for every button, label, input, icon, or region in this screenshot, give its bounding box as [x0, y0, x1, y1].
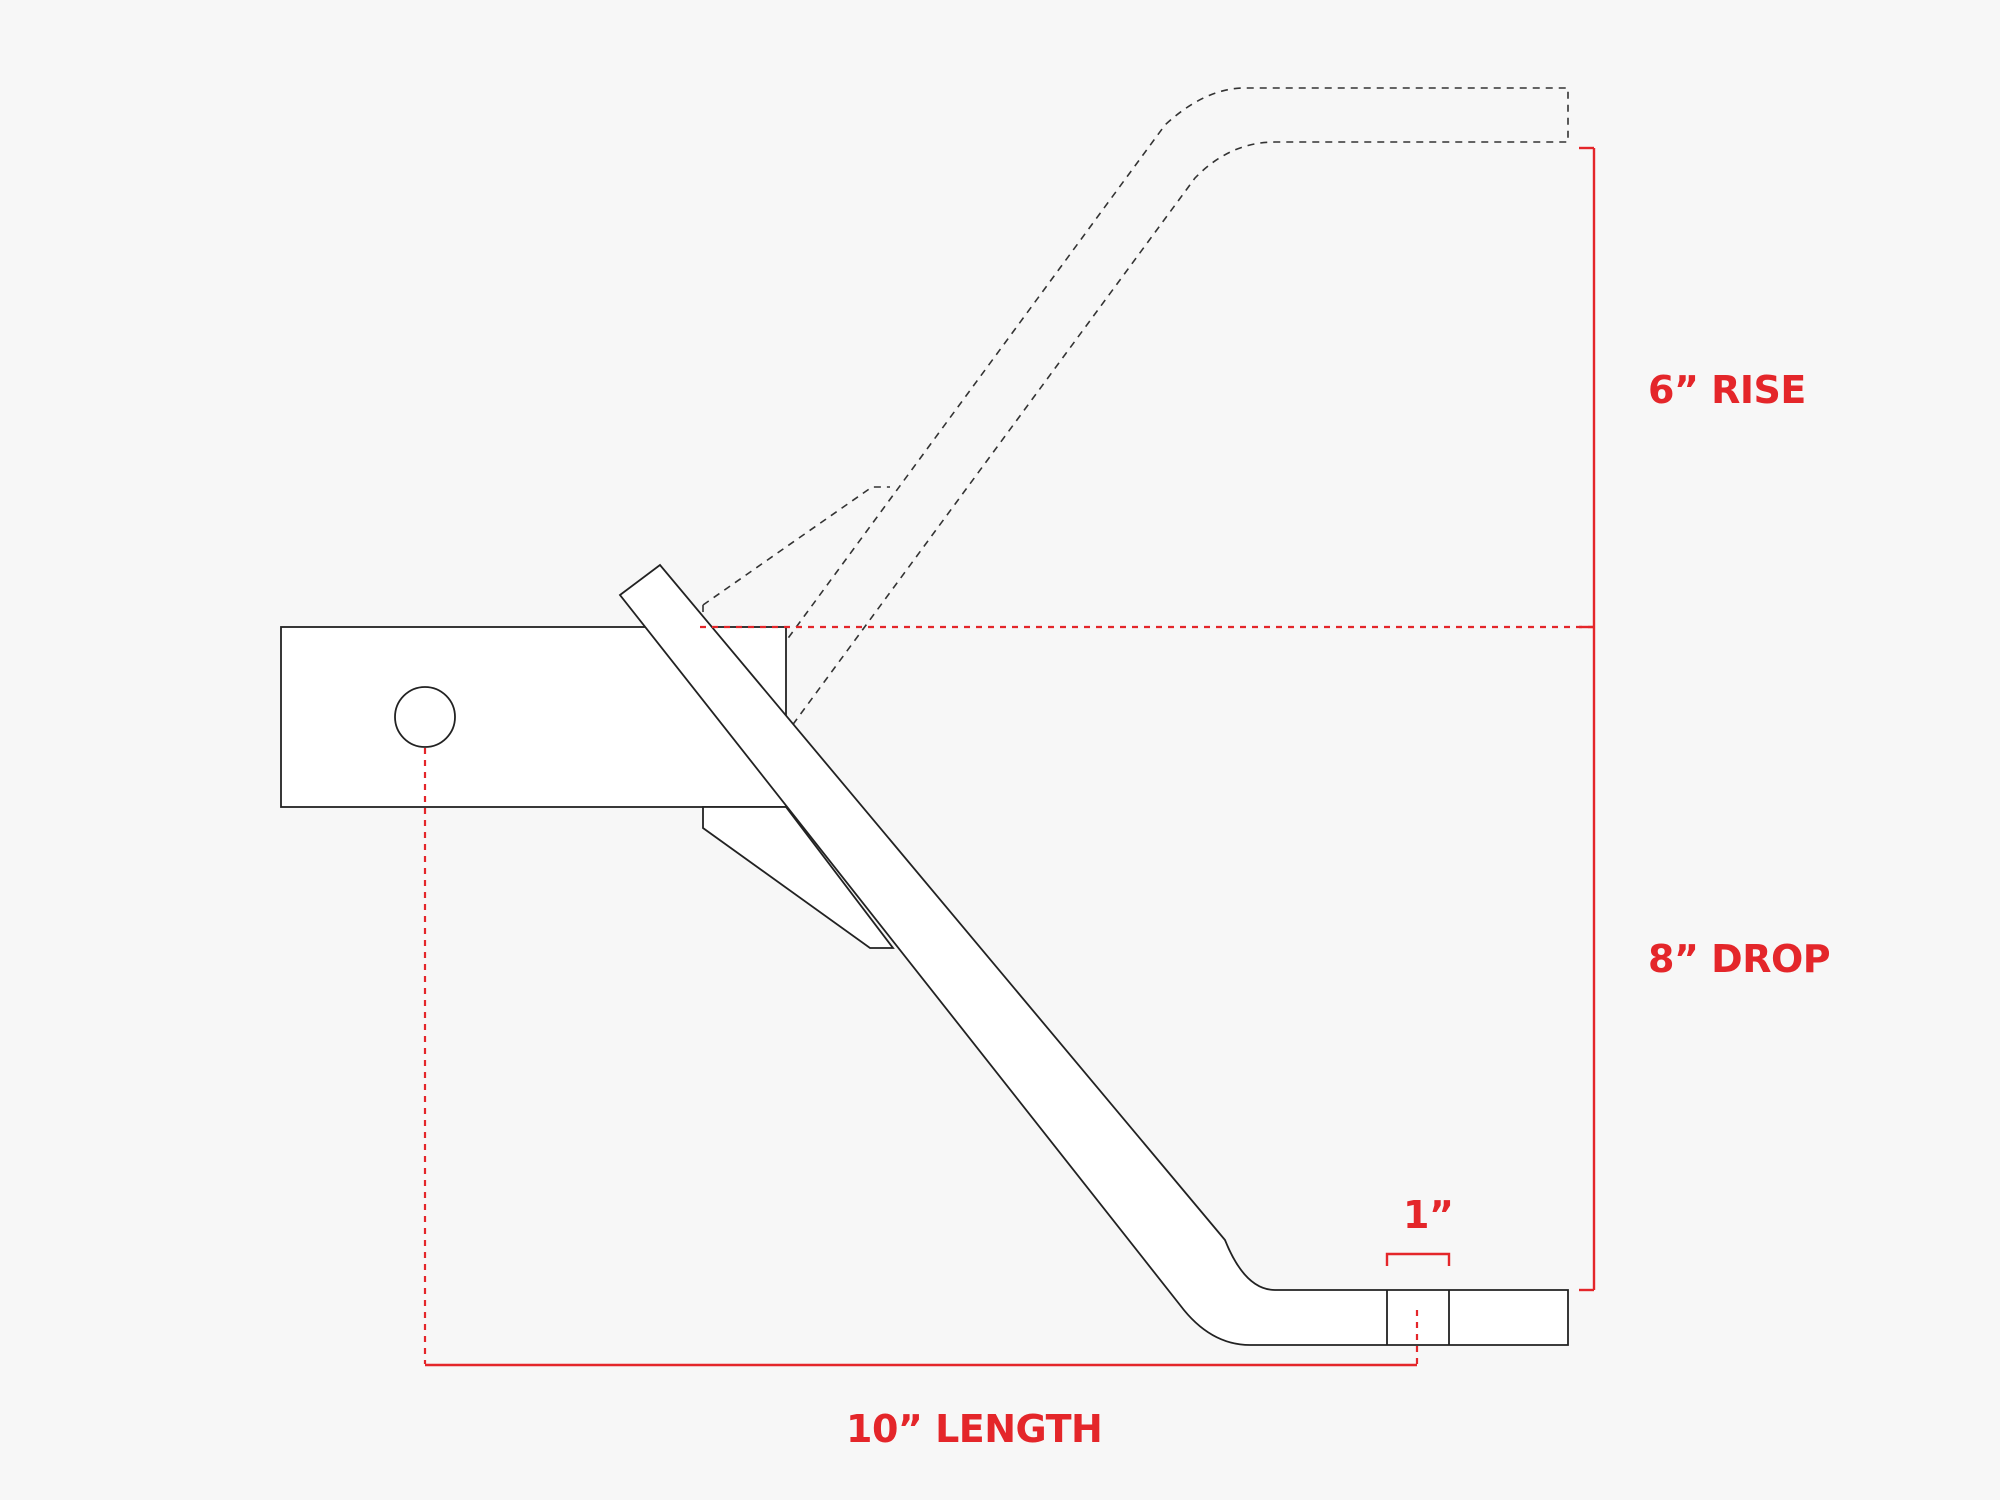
gusset-plate — [702, 806, 895, 949]
drop-bar — [618, 563, 1569, 1346]
rise-position-ghost — [702, 87, 1569, 743]
pin-hole — [394, 686, 456, 748]
ghost-gusset-outline — [702, 486, 890, 628]
drop-label: 8” DROP — [1648, 937, 1830, 981]
length-label: 10” LENGTH — [846, 1407, 1102, 1451]
ball-hole-label: 1” — [1403, 1193, 1453, 1237]
ghost-shank-outline — [749, 87, 1569, 743]
rise-label: 6” RISE — [1648, 368, 1806, 412]
ball-hole-bracket — [1385, 1252, 1451, 1266]
